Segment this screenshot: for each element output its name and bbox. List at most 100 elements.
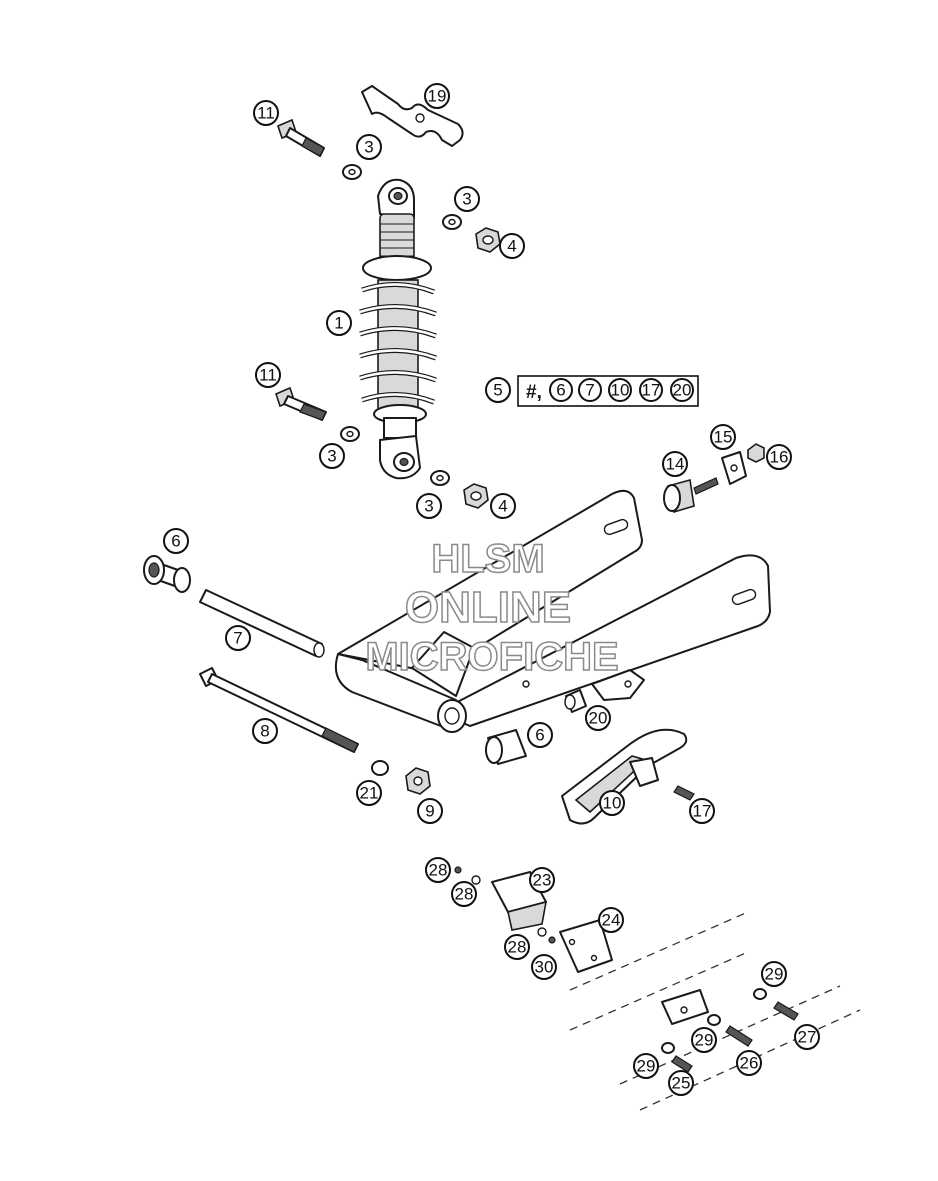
- callout-3-c: 3: [319, 443, 345, 469]
- callout-3-d: 3: [416, 493, 442, 519]
- callout-7: 7: [225, 625, 251, 651]
- bolt-part-11-upper: [277, 118, 325, 157]
- kit-note: #,: [517, 375, 699, 407]
- svg-text:23: 23: [533, 871, 552, 890]
- svg-text:4: 4: [498, 497, 507, 516]
- bracket-part-24: [559, 919, 613, 973]
- bushing-part-6-left: [143, 555, 191, 593]
- svg-text:17: 17: [642, 381, 661, 400]
- svg-text:20: 20: [589, 709, 608, 728]
- svg-text:28: 28: [455, 885, 474, 904]
- svg-text:25: 25: [672, 1074, 691, 1093]
- callout-23: 23: [529, 867, 555, 893]
- bolt-part-11-lower: [275, 386, 327, 421]
- wrench-part-19: [361, 85, 464, 147]
- callout-19: 19: [424, 83, 450, 109]
- callout-17: 17: [689, 798, 715, 824]
- callout-24: 24: [598, 907, 624, 933]
- callout-25: 25: [668, 1070, 694, 1096]
- bushing-part-20: [564, 689, 587, 713]
- washer-part-21: [371, 760, 389, 776]
- callout-6-right: 6: [527, 722, 553, 748]
- kit-note-callout-5: 5: [485, 377, 511, 403]
- kit-note-callout-17: 17: [639, 378, 663, 402]
- bolt-part-25: [671, 1055, 693, 1073]
- svg-text:6: 6: [535, 726, 544, 745]
- callout-1: 1: [326, 310, 352, 336]
- shock-absorber-part-1: [359, 178, 437, 480]
- watermark-line-3: MICROFICHE: [365, 635, 618, 679]
- bolt-part-26: [725, 1025, 753, 1047]
- kit-note-callout-10: 10: [608, 378, 632, 402]
- svg-text:15: 15: [714, 428, 733, 447]
- callout-16: 16: [766, 444, 792, 470]
- callout-28-c: 28: [504, 934, 530, 960]
- nut-part-4-a: [475, 227, 501, 253]
- svg-text:29: 29: [637, 1057, 656, 1076]
- svg-text:6: 6: [556, 381, 565, 400]
- svg-text:1: 1: [334, 314, 343, 333]
- svg-text:6: 6: [171, 532, 180, 551]
- svg-text:30: 30: [535, 958, 554, 977]
- washer-part-29-a: [753, 988, 767, 1000]
- svg-text:28: 28: [429, 861, 448, 880]
- roller-part-14: [663, 477, 719, 514]
- kit-note-callout-7: 7: [578, 378, 602, 402]
- nut-part-4-b: [463, 483, 489, 509]
- swingarm: [334, 489, 771, 733]
- plate-part-15: [721, 451, 747, 485]
- pivot-shaft-part-8: [199, 667, 359, 753]
- svg-text:29: 29: [765, 965, 784, 984]
- washer-part-29-c: [661, 1042, 675, 1054]
- nut-part-16: [747, 443, 765, 463]
- bolt-part-27: [773, 1001, 799, 1021]
- callout-8: 8: [252, 718, 278, 744]
- tube-part-7: [199, 589, 325, 658]
- svg-text:24: 24: [602, 911, 621, 930]
- svg-text:4: 4: [507, 237, 516, 256]
- svg-text:3: 3: [327, 447, 336, 466]
- watermark-line-2: ONLINE: [405, 583, 571, 632]
- chain-guide-part-10: [561, 728, 688, 825]
- callout-14: 14: [662, 451, 688, 477]
- callout-10: 10: [599, 790, 625, 816]
- screw-part-17: [673, 785, 695, 801]
- svg-text:10: 10: [611, 381, 630, 400]
- callout-28-a: 28: [425, 857, 451, 883]
- svg-text:19: 19: [428, 87, 447, 106]
- svg-text:11: 11: [257, 104, 275, 123]
- svg-text:3: 3: [462, 190, 471, 209]
- callout-3-b: 3: [454, 186, 480, 212]
- svg-text:16: 16: [770, 448, 789, 467]
- svg-text:8: 8: [260, 722, 269, 741]
- svg-text:27: 27: [798, 1028, 817, 1047]
- svg-text:29: 29: [695, 1031, 714, 1050]
- svg-text:14: 14: [666, 455, 685, 474]
- callout-9: 9: [417, 798, 443, 824]
- svg-text:20: 20: [673, 381, 692, 400]
- svg-text:7: 7: [585, 381, 594, 400]
- nut-part-9: [405, 767, 431, 795]
- callout-29-c: 29: [633, 1053, 659, 1079]
- kit-note-callout-6: 6: [549, 378, 573, 402]
- callout-4-b: 4: [490, 493, 516, 519]
- watermark-line-1: HLSM: [431, 537, 544, 581]
- svg-text:3: 3: [364, 138, 373, 157]
- kit-note-hash: #,: [526, 382, 542, 403]
- svg-text:17: 17: [693, 802, 712, 821]
- callout-28-b: 28: [451, 881, 477, 907]
- svg-text:9: 9: [425, 802, 434, 821]
- callout-11-lower: 11: [255, 362, 281, 388]
- washer-part-29-b: [707, 1014, 721, 1026]
- svg-text:10: 10: [603, 794, 622, 813]
- callout-11-upper: 11: [253, 100, 279, 126]
- svg-text:7: 7: [233, 629, 242, 648]
- callout-26: 26: [736, 1050, 762, 1076]
- svg-text:21: 21: [360, 784, 379, 803]
- svg-text:26: 26: [740, 1054, 759, 1073]
- frame-tube-phantom: [569, 911, 861, 1111]
- small-nuts-part-28: [454, 866, 556, 944]
- watermark: HLSM ONLINE MICROFICHE: [365, 536, 620, 680]
- bushing-part-6-right: [485, 729, 527, 765]
